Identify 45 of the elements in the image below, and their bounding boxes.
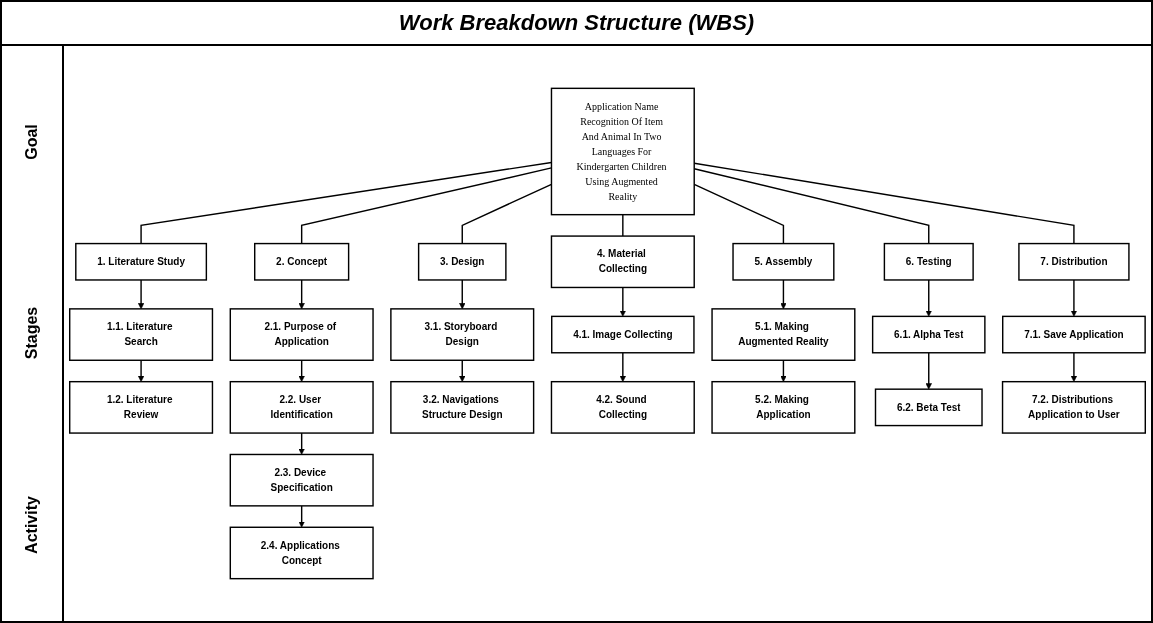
row-label: Stages xyxy=(23,307,41,360)
node-box: 2.4. Applications Concept xyxy=(229,526,374,580)
node-box: 3. Design xyxy=(417,242,507,281)
node-box: 3.1. Storyboard Design xyxy=(390,308,535,361)
node-box: 2.2. User Identification xyxy=(229,380,374,434)
node-box: 2. Concept xyxy=(254,242,350,281)
node-box: 6.1. Alpha Test xyxy=(871,315,986,354)
node-box: 4. Material Collecting xyxy=(550,235,695,289)
arrow xyxy=(619,286,626,317)
node-box: 4.1. Image Collecting xyxy=(551,315,695,354)
arrow xyxy=(298,505,305,528)
arrow xyxy=(298,359,305,382)
node-box: 7.2. Distributions Application to User xyxy=(1001,380,1146,434)
arrow xyxy=(298,279,305,310)
node-box: 2.3. Device Specification xyxy=(229,453,374,507)
arrow xyxy=(1070,352,1078,382)
arrow xyxy=(619,352,626,382)
row-label: Activity xyxy=(23,496,41,555)
node-box: 3.2. Navigations Structure Design xyxy=(390,380,535,434)
arrow xyxy=(298,432,305,455)
node-box: 6. Testing xyxy=(883,242,974,281)
node-box: 6.2. Beta Test xyxy=(874,388,983,427)
arrow xyxy=(780,359,787,382)
arrow xyxy=(459,279,466,310)
arrow xyxy=(137,359,145,382)
arrow xyxy=(925,352,932,390)
arrow xyxy=(1070,279,1078,317)
arrow xyxy=(925,279,932,317)
node-box: 7.1. Save Application xyxy=(1002,315,1146,354)
node-box: 7. Distribution xyxy=(1018,242,1130,281)
node-box: 1. Literature Study xyxy=(75,242,208,281)
title: Work Breakdown Structure (WBS) xyxy=(2,2,1151,46)
arrow xyxy=(459,359,466,382)
node-box: 4.2. Sound Collecting xyxy=(550,380,695,434)
node-box: 5.2. Making Application xyxy=(711,380,856,434)
arrow xyxy=(780,279,787,310)
row-label: Goal xyxy=(23,124,41,160)
node-box: 5.1. Making Augmented Reality xyxy=(711,308,856,361)
node-box: 1.2. Literature Review xyxy=(69,380,214,434)
arrow xyxy=(137,279,145,310)
node-box: 2.1. Purpose of Application xyxy=(229,308,374,361)
node-box: Application Name Recognition Of Item And Animal In Two Languages For Kindergarten Children Using Augmented Reality xyxy=(550,87,695,216)
connector xyxy=(622,213,624,237)
node-box: 5. Assembly xyxy=(732,242,835,281)
node-box: 1.1. Literature Search xyxy=(69,308,214,361)
